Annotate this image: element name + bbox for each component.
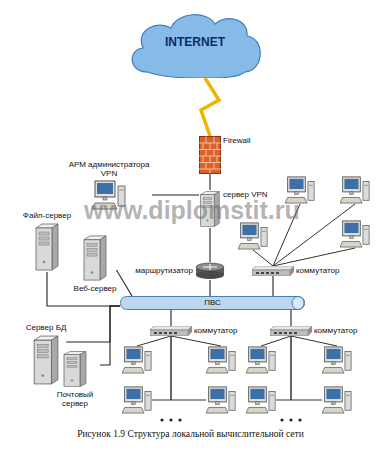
network-bus: ПВС [120,296,305,310]
workstation-icon [322,347,351,373]
switch-symbol [150,326,192,336]
file-server: Файл-сервер [23,211,71,272]
switch-icon [252,266,294,276]
dot [298,418,301,421]
network-link [209,228,210,262]
network-link [290,310,291,326]
router: маршрутизатор [135,262,225,280]
file-server-label: Файл-сервер [23,211,71,220]
dot [178,418,181,421]
dot [280,418,283,421]
workstation-icon [238,223,267,249]
server-symbol [34,336,58,384]
db-server: Сервер БД [26,323,67,386]
lightning-link [201,78,219,136]
network-link [209,280,210,296]
web-server-label: Веб-сервер [74,284,117,293]
switch: коммутатор [252,266,339,276]
network-link [170,310,171,326]
cloud-shape [132,15,260,78]
workstation-icon [340,221,369,247]
ellipsis-dots [160,418,301,421]
wire [253,250,273,266]
switch-label: коммутатор [194,326,237,335]
dot [160,418,163,421]
wire [137,336,171,346]
watermark: www.diplomstit.ru [84,196,300,225]
mail-server: Почтовый сервер [50,350,100,408]
firewall-icon [199,136,221,174]
switch: коммутатор [150,326,237,336]
firewall: Firewall [199,136,251,174]
wire [276,336,322,400]
dot [289,418,292,421]
workstation-icon [122,347,151,373]
switch-icon [270,326,312,336]
figure-caption: Рисунок 1.9 Структура локальной вычислит… [0,429,381,439]
web-server: Веб-сервер [74,234,117,293]
server-symbol [64,352,86,387]
bus-body [121,297,305,310]
network-link [152,194,199,195]
router-icon [195,262,225,280]
switch-symbol [270,326,312,336]
server-icon [32,334,60,386]
workstation-icon [246,347,275,373]
internet-cloud: INTERNET [125,8,265,78]
workstation-icon [122,387,151,413]
workstation-icon [246,387,275,413]
workstation-icon [340,177,369,203]
wire [171,336,221,346]
network-link [66,306,120,342]
wire [152,336,206,400]
dot [169,418,172,421]
network-link [116,270,132,296]
server-icon [62,350,88,388]
wire [261,336,291,346]
internet-cloud-label: INTERNET [165,36,225,50]
workstation-icon [322,387,351,413]
switch-label: коммутатор [314,326,357,335]
server-icon [34,222,60,272]
switch-symbol [252,266,294,276]
server-symbol [84,236,106,280]
switch-icon [150,326,192,336]
firewall-label: Firewall [223,136,251,145]
wire [273,248,355,266]
network-link [47,272,120,306]
workstation-icon [206,347,235,373]
server-icon [82,234,108,282]
mail-server-label: Почтовый сервер [50,390,100,408]
router-label: маршрутизатор [135,266,193,275]
db-server-label: Сервер БД [26,323,67,332]
wire [291,336,337,346]
bus-end [292,297,304,310]
firewall-symbol [199,137,221,174]
network-link [100,306,120,365]
switch: коммутатор [270,326,357,336]
workstation-icon [206,387,235,413]
switch-label: коммутатор [296,266,339,275]
network-bus-label: ПВС [204,298,221,307]
network-link [272,276,273,296]
router-symbol [196,263,224,279]
admin-workstation-label: АРМ администратора VPN [66,160,152,178]
server-symbol [36,224,58,270]
network-link [209,174,210,190]
